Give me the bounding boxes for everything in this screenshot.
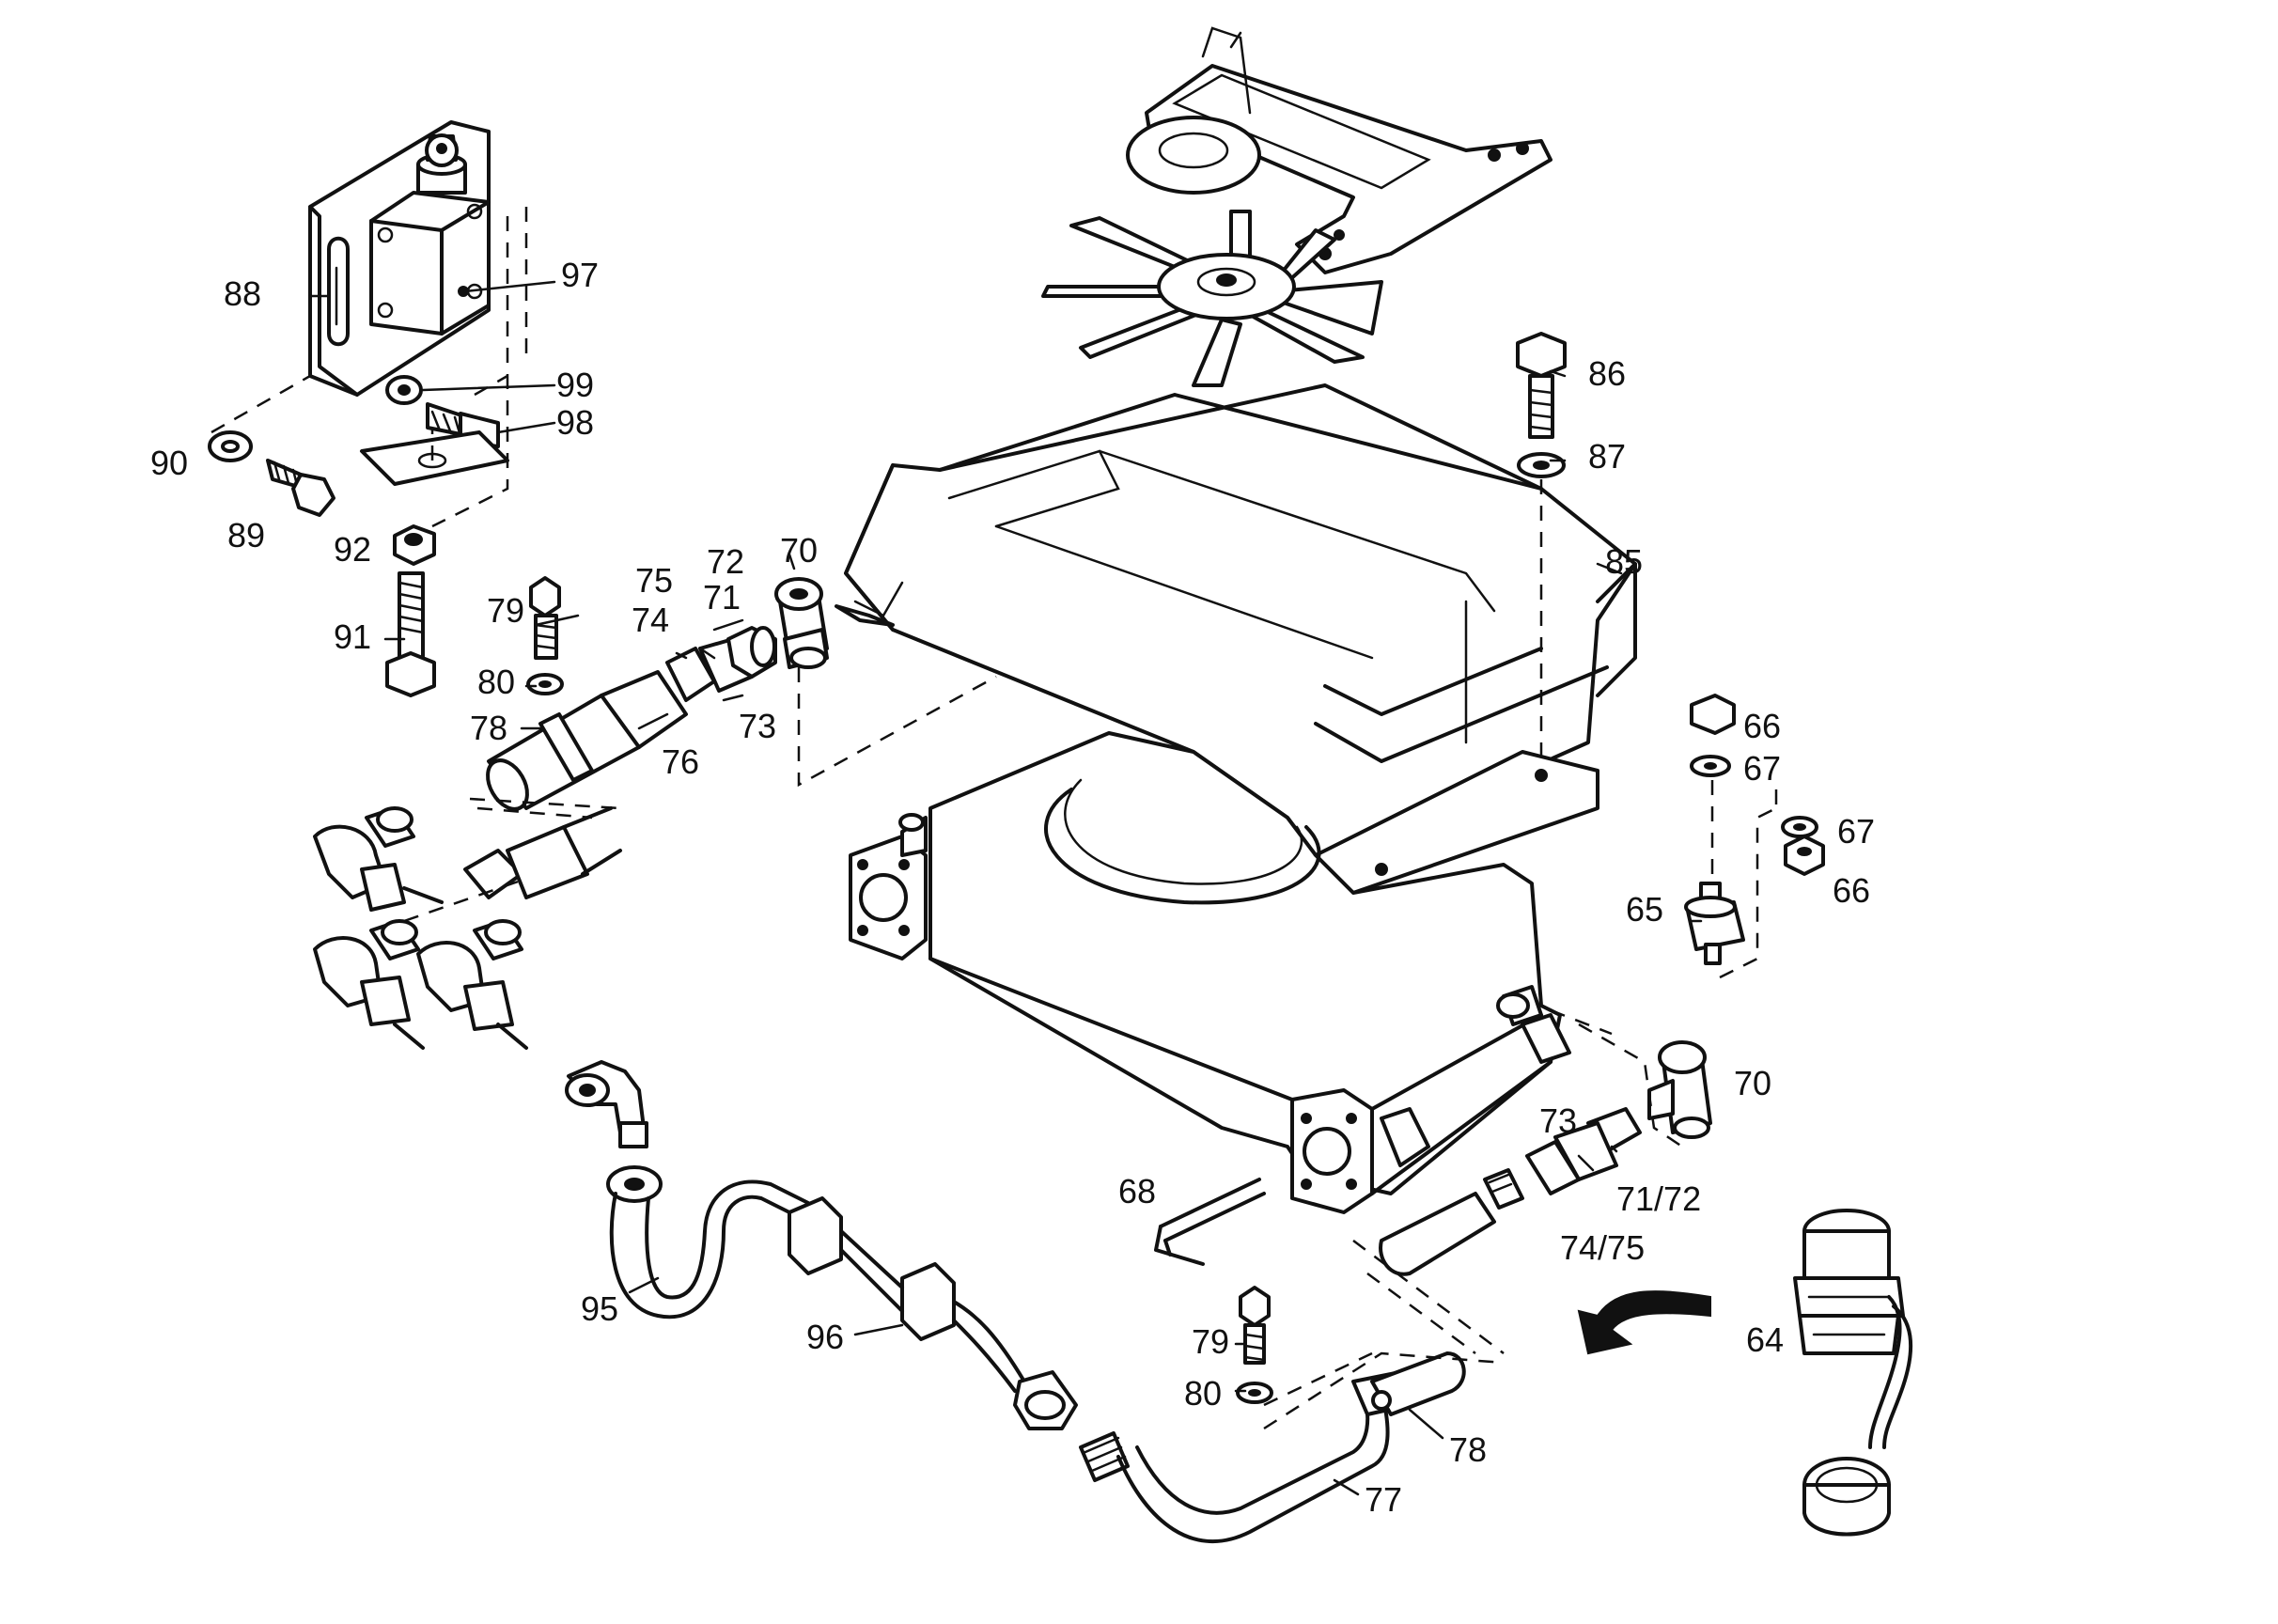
- label-79-lower: 79: [1192, 1322, 1229, 1361]
- label-88: 88: [224, 274, 261, 313]
- label-67-a: 67: [1743, 749, 1781, 788]
- label-90: 90: [150, 444, 188, 482]
- label-70-upper: 70: [780, 531, 818, 570]
- fan-assembly: [1041, 26, 1552, 387]
- label-66-a: 66: [1743, 707, 1781, 745]
- label-74-75: 74/75: [1560, 1228, 1645, 1267]
- label-91: 91: [334, 617, 371, 656]
- label-86: 86: [1588, 354, 1626, 393]
- label-79-upper: 79: [487, 591, 524, 630]
- label-76: 76: [662, 742, 699, 781]
- label-75: 75: [635, 561, 673, 600]
- lower-hoses: [565, 1060, 1505, 1543]
- right-fittings: [1352, 332, 1825, 1355]
- label-64: 64: [1746, 1320, 1784, 1359]
- label-87: 87: [1588, 437, 1626, 476]
- label-78-lower: 78: [1449, 1430, 1487, 1469]
- label-89: 89: [227, 516, 265, 554]
- leader-lines: [308, 280, 1703, 1496]
- label-85: 85: [1605, 542, 1643, 581]
- label-71: 71: [703, 578, 741, 617]
- label-72: 72: [707, 542, 744, 581]
- label-80-upper: 80: [477, 663, 515, 701]
- label-74: 74: [632, 601, 669, 639]
- shroud-cover: [844, 383, 1637, 895]
- label-96: 96: [806, 1318, 844, 1356]
- elbow-fittings: [313, 806, 622, 1050]
- filler-cap-assembly: [1577, 1209, 1913, 1537]
- label-92: 92: [334, 530, 371, 569]
- label-78-upper: 78: [470, 709, 507, 747]
- label-95: 95: [581, 1289, 618, 1328]
- upper-hose-fittings: [469, 576, 997, 820]
- cooler-block: [849, 731, 1571, 1214]
- label-65: 65: [1626, 890, 1663, 929]
- label-66-b: 66: [1833, 871, 1870, 910]
- label-77: 77: [1365, 1480, 1402, 1519]
- label-98: 98: [556, 403, 594, 442]
- label-99: 99: [556, 366, 594, 404]
- allen-key: [1154, 1178, 1266, 1266]
- label-73-lower: 73: [1539, 1101, 1577, 1140]
- label-67-b: 67: [1837, 812, 1875, 851]
- label-70-lower: 70: [1734, 1064, 1771, 1102]
- label-80-lower: 80: [1184, 1374, 1222, 1413]
- label-68: 68: [1118, 1172, 1156, 1210]
- label-71-72: 71/72: [1616, 1179, 1701, 1218]
- pressure-switch-assembly: [208, 120, 528, 697]
- part-labels: 88 97 99 98 90 89 92 91 79 80 78 75 74 7…: [150, 256, 1875, 1519]
- label-73-upper: 73: [739, 707, 776, 745]
- label-97: 97: [561, 256, 599, 294]
